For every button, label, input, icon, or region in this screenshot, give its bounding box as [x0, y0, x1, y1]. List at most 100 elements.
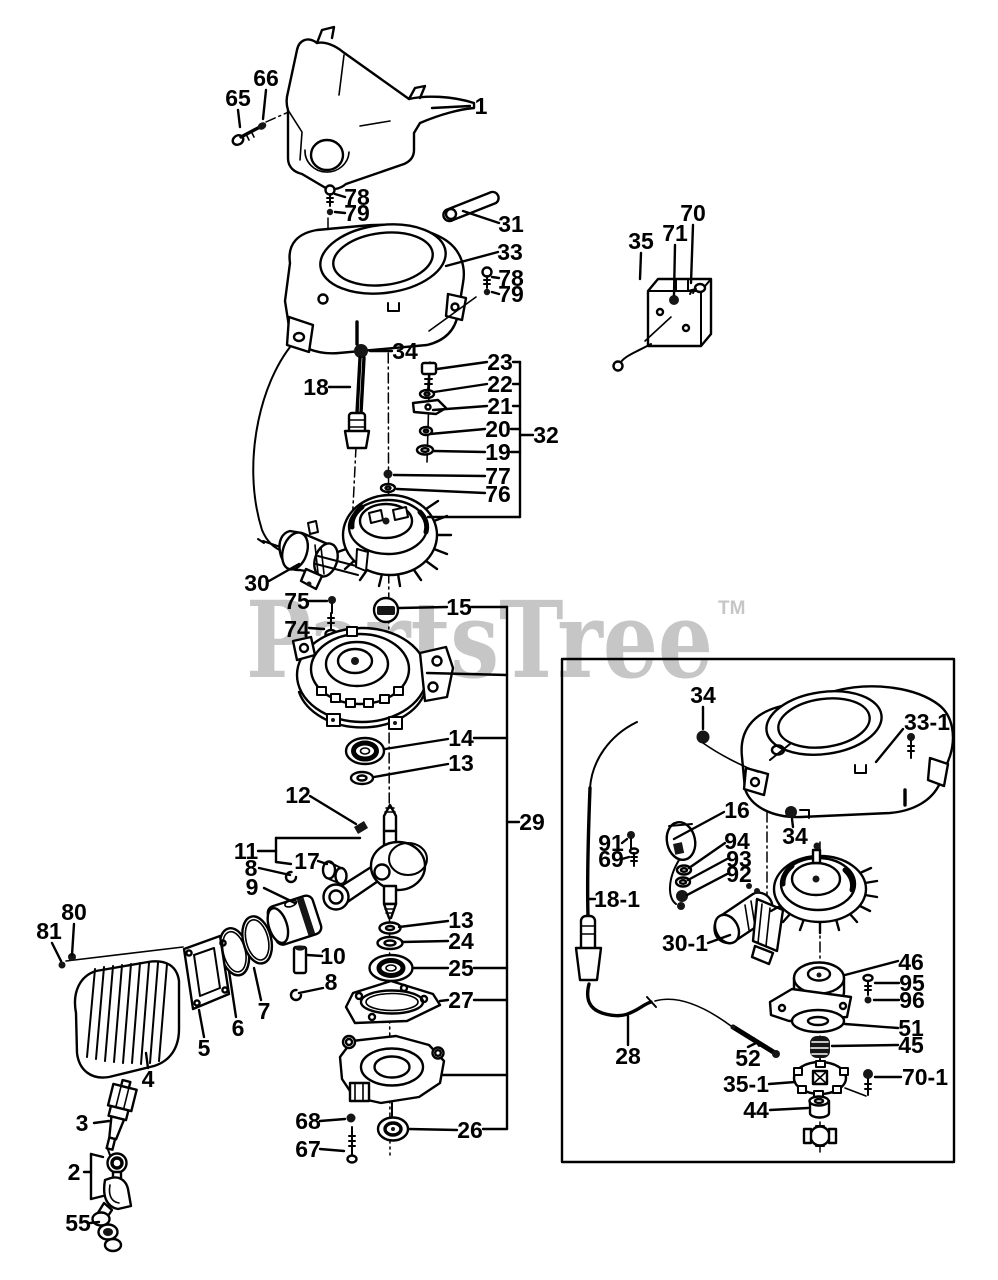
part-callout-93: 93 [726, 846, 752, 872]
part-callout-35: 35 [628, 228, 654, 254]
part-gasket-5 [182, 934, 231, 1011]
part-crankshaft [322, 803, 428, 920]
part-callout-15: 15 [446, 594, 472, 620]
leader-line-6 [227, 969, 238, 1019]
shroud-bolt-65-66 [231, 122, 267, 146]
part-callout-44: 44 [743, 1097, 769, 1123]
part-callout-81: 81 [36, 918, 62, 944]
inset-coil-30-1 [713, 883, 785, 966]
part-callout-29: 29 [519, 809, 545, 835]
leader-line-13 [372, 762, 450, 779]
part-callout-45: 45 [898, 1032, 924, 1058]
leader-line-66 [261, 88, 268, 121]
leader-line-81 [50, 941, 63, 963]
part-callout-34: 34 [392, 338, 418, 364]
part-callout-17: 17 [294, 848, 320, 874]
part-callout-9: 9 [246, 874, 259, 900]
leader-line-34 [790, 817, 795, 829]
part-spark-plug [105, 1078, 138, 1158]
leader-line-44 [768, 1106, 810, 1112]
part-crankcase [338, 1034, 446, 1164]
leader-line-94 [687, 841, 727, 870]
part-callout-96: 96 [899, 987, 925, 1013]
inset-bushing-44-clamp [802, 1095, 838, 1147]
part-callout-8: 8 [245, 855, 258, 881]
part-callout-34: 34 [690, 682, 716, 708]
leader-line-80 [70, 922, 76, 957]
part-callout-18-1: 18-1 [594, 886, 640, 912]
leader-line-27 [438, 998, 450, 1003]
part-callout-76: 76 [485, 481, 511, 507]
part-callout-46: 46 [898, 949, 924, 975]
part-callout-68: 68 [295, 1108, 321, 1134]
leader-line-68 [318, 1117, 347, 1123]
part-callout-30: 30 [244, 570, 270, 596]
part-fan-housing [283, 223, 477, 355]
leader-line-30 [267, 562, 301, 583]
part-callout-79: 79 [498, 281, 524, 307]
leader-line-22 [432, 382, 489, 394]
ignition-lead-curve [252, 335, 301, 553]
part-callout-95: 95 [899, 970, 925, 996]
part-callout-13: 13 [448, 907, 474, 933]
part-callout-65: 65 [225, 85, 251, 111]
part-callout-78: 78 [344, 184, 370, 210]
leader-line-1 [430, 104, 472, 110]
leader-line-55 [88, 1220, 101, 1225]
leader-line-9 [262, 886, 297, 905]
leader-line-70 [689, 223, 695, 285]
leader-line-24 [400, 939, 450, 944]
part-callout-30-1: 30-1 [662, 930, 708, 956]
leader-line-17 [316, 859, 329, 866]
part-callout-35-1: 35-1 [723, 1071, 769, 1097]
part-callout-71: 71 [662, 220, 688, 246]
watermark-tm: TM [718, 598, 745, 619]
part-callout-92: 92 [726, 861, 752, 887]
leader-line-12 [308, 794, 358, 826]
part-callout-24: 24 [448, 928, 474, 954]
leader-line-31 [461, 209, 501, 225]
leader-line-13 [397, 919, 450, 929]
leader-line-10 [305, 953, 324, 958]
part-callout-22: 22 [487, 371, 513, 397]
leader-line-5 [197, 1008, 206, 1039]
part-callout-4: 4 [142, 1066, 155, 1092]
leader-line-26 [407, 1127, 459, 1132]
inset-variant-box [560, 657, 956, 1164]
part-callout-2: 2 [68, 1159, 81, 1185]
part-gasket-27 [344, 979, 442, 1025]
leader-line-79 [490, 290, 501, 296]
engine-line-art [58, 25, 956, 1253]
part-bearing-14 [344, 736, 386, 786]
inset-screws-91-69 [627, 831, 640, 867]
part-callout-67: 67 [295, 1136, 321, 1162]
leader-line-33-1 [874, 727, 905, 764]
inset-hardware-94-93-92 [674, 864, 693, 910]
part-callout-80: 80 [61, 899, 87, 925]
leader-line-51 [843, 1022, 900, 1030]
part-callout-94: 94 [724, 828, 750, 854]
inset-clutch-drum-46-51 [768, 961, 853, 1034]
leader-line-23 [435, 360, 489, 371]
leader-line-8 [257, 866, 292, 877]
leader-line-8 [297, 986, 325, 995]
part-callout-25: 25 [448, 955, 474, 981]
leader-line-93 [686, 857, 729, 882]
part-callout-52: 52 [735, 1045, 761, 1071]
part-callout-1: 1 [475, 93, 488, 119]
part-callout-26: 26 [457, 1117, 483, 1143]
part-callout-77: 77 [485, 463, 511, 489]
leader-line-2 [89, 1194, 105, 1201]
leader-line-77 [392, 473, 487, 478]
part-callout-32: 32 [533, 422, 559, 448]
part-callout-51: 51 [898, 1015, 924, 1041]
leader-line-11 [274, 860, 293, 866]
leader-line-20 [428, 427, 487, 436]
leader-line-4 [144, 1051, 150, 1070]
part-callout-14: 14 [448, 725, 474, 751]
part-callout-33: 33 [497, 239, 523, 265]
part-callout-18: 18 [303, 374, 329, 400]
part-callout-3: 3 [76, 1110, 89, 1136]
